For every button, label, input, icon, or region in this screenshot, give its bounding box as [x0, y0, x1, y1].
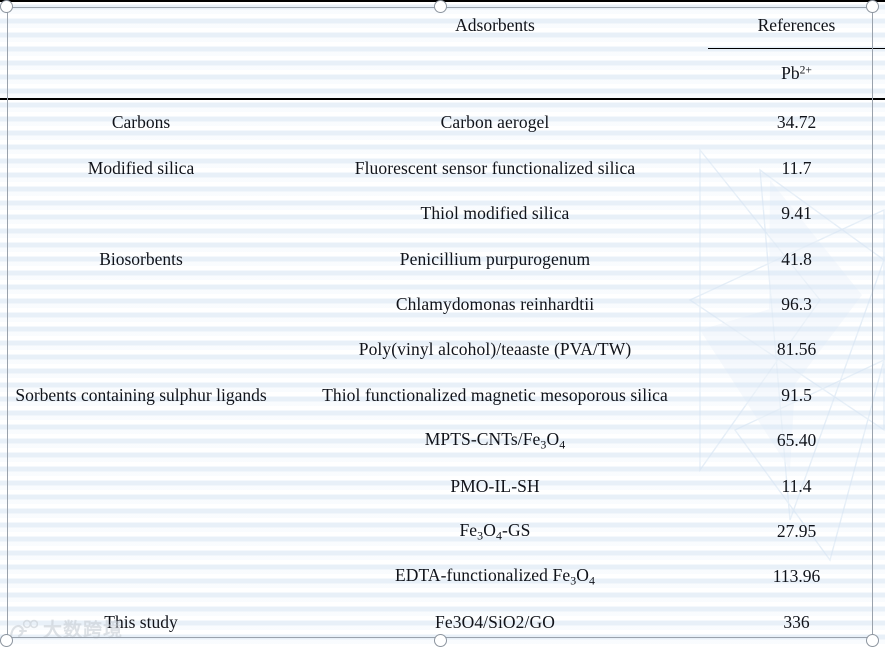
- cell-group: [0, 282, 282, 327]
- cell-value: 34.72: [776, 112, 817, 133]
- formula-subscript: 4: [589, 573, 596, 588]
- cell-adsorbent: Fluorescent sensor functionalized silica: [354, 157, 636, 178]
- cell-adsorbent: PMO-IL-SH: [450, 475, 540, 496]
- table-row: PMO-IL-SH 11.4: [0, 463, 885, 508]
- cell-value: 81.56: [776, 339, 817, 360]
- table-row: Modified silica Fluorescent sensor functi…: [0, 145, 885, 190]
- cell-adsorbent: Poly(vinyl alcohol)/teaaste (PVA/TW): [358, 339, 632, 360]
- cell-adsorbent: MPTS-CNTs/Fe3O4: [424, 429, 566, 452]
- cell-adsorbent: Penicillium purpurogenum: [399, 248, 591, 269]
- cell-group: [0, 463, 282, 508]
- cell-value: 65.40: [776, 430, 817, 451]
- cell-group: [0, 554, 282, 599]
- table-header: Adsorbents References Pb2+: [0, 0, 885, 100]
- cell-group: [0, 418, 282, 463]
- cell-value: 41.8: [781, 248, 812, 269]
- subheader-cell-blank-mid: [282, 48, 708, 100]
- formula-subscript: 3: [540, 437, 547, 452]
- cell-value: 27.95: [776, 520, 817, 541]
- header-cell-references: References: [708, 0, 885, 49]
- table-row: EDTA-functionalized Fe3O4 113.96: [0, 554, 885, 599]
- cell-adsorbent: Chlamydomonas reinhardtii: [395, 293, 595, 314]
- table-row: Fe3O4-GS 27.95: [0, 509, 885, 554]
- cell-group: Biosorbents: [99, 248, 183, 269]
- header-row-subtitles: Pb2+: [0, 48, 885, 100]
- header-cell-blank: [0, 0, 282, 49]
- cell-group: [0, 509, 282, 554]
- cell-value: 96.3: [781, 293, 812, 314]
- resize-handle-bottom-right-icon[interactable]: [866, 634, 879, 647]
- table-row: MPTS-CNTs/Fe3O4 65.40: [0, 418, 885, 463]
- cell-group: Modified silica: [87, 157, 195, 178]
- formula-subscript: 4: [559, 437, 566, 452]
- cell-adsorbent: EDTA-functionalized Fe3O4: [394, 565, 596, 588]
- cell-adsorbent: Thiol modified silica: [420, 203, 570, 224]
- resize-handle-top-left-icon[interactable]: [0, 0, 13, 13]
- header-cell-adsorbents: Adsorbents: [282, 0, 708, 49]
- cell-group: This study: [104, 611, 178, 632]
- cell-adsorbent: Fe3O4-GS: [459, 520, 531, 543]
- cell-value: 11.4: [781, 475, 812, 496]
- cell-value: 113.96: [772, 566, 821, 587]
- pb-charge-superscript: 2+: [799, 64, 812, 77]
- table-row: Carbons Carbon aerogel 34.72: [0, 99, 885, 145]
- formula-subscript: 4: [495, 528, 503, 543]
- resize-handle-bottom-left-icon[interactable]: [0, 634, 13, 647]
- cell-adsorbent: Fe3O4/SiO2/GO: [435, 611, 555, 632]
- resize-handle-top-right-icon[interactable]: [866, 0, 879, 13]
- resize-handle-top-center-icon[interactable]: [434, 0, 447, 13]
- resize-handle-bottom-center-icon[interactable]: [434, 634, 447, 647]
- subheader-cell-blank-left: [0, 48, 282, 100]
- formula-subscript: 3: [570, 573, 577, 588]
- table-row: Thiol modified silica 9.41: [0, 191, 885, 236]
- cell-group: Carbons: [111, 112, 171, 133]
- table-row: Chlamydomonas reinhardtii 96.3: [0, 282, 885, 327]
- cell-group: [0, 327, 282, 372]
- pb-label: Pb: [781, 63, 800, 84]
- cell-value: 91.5: [781, 384, 812, 405]
- formula-subscript: 3: [477, 528, 484, 543]
- cell-value: 11.7: [781, 157, 812, 178]
- subheader-cell-pb: Pb2+: [708, 48, 885, 100]
- table-row: Biosorbents Penicillium purpurogenum 41.8: [0, 236, 885, 281]
- table-row: Poly(vinyl alcohol)/teaaste (PVA/TW) 81.5…: [0, 327, 885, 372]
- cell-group: [0, 191, 282, 236]
- cell-value: 336: [783, 611, 810, 632]
- cell-adsorbent: Carbon aerogel: [440, 112, 550, 133]
- table-row: Sorbents containing sulphur ligands Thiol…: [0, 372, 885, 417]
- cell-group: Sorbents containing sulphur ligands: [15, 384, 267, 405]
- cell-value: 9.41: [781, 203, 812, 224]
- cell-adsorbent: Thiol functionalized magnetic mesoporous…: [322, 384, 668, 405]
